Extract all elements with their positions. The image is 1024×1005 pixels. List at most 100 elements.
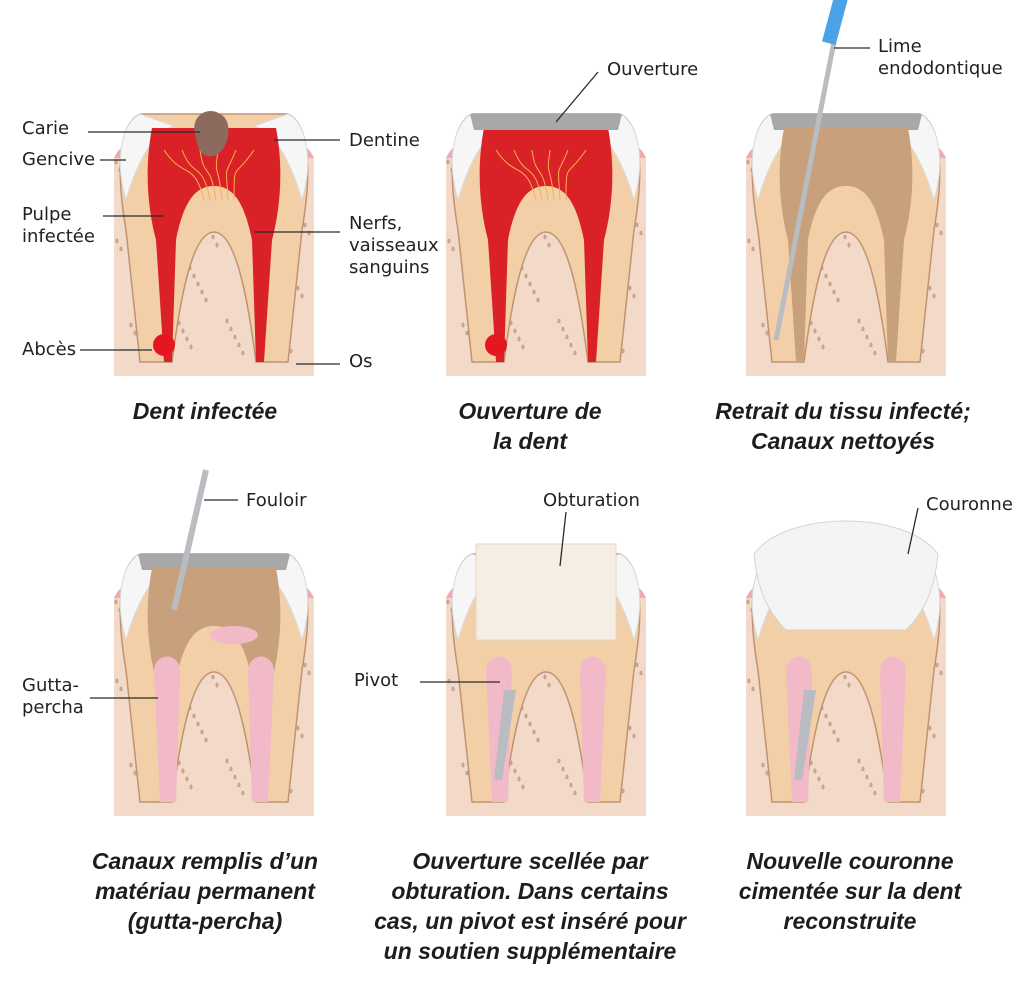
bone-dot <box>204 297 208 303</box>
bone-dot <box>761 762 765 768</box>
bone-dot <box>119 686 123 692</box>
bone-dot <box>921 788 925 794</box>
bone-dot <box>524 713 528 719</box>
nerve-strand <box>565 149 587 201</box>
bone-dot <box>632 293 636 299</box>
bone-dot <box>817 336 821 342</box>
bone-dot <box>536 297 540 303</box>
label-abces: Abcès <box>22 339 77 360</box>
bone-dot <box>832 729 836 735</box>
bone-dot <box>189 784 193 790</box>
bone-dot <box>746 599 750 605</box>
bone-dot <box>543 674 547 680</box>
bone-dot <box>237 342 241 348</box>
nerve-strand <box>531 149 549 201</box>
bone-dot <box>857 758 861 764</box>
bone-dot <box>932 293 936 299</box>
bone-dot <box>296 725 300 731</box>
filling <box>475 543 617 641</box>
label-pivot: Pivot <box>354 670 399 691</box>
bone-dot <box>751 246 755 252</box>
label-couronne: Couronne <box>926 494 1013 515</box>
bone-dot <box>204 737 208 743</box>
bone-dot <box>114 159 118 165</box>
bone-dot <box>517 336 521 342</box>
bone-dot <box>465 770 469 776</box>
bone-dot <box>621 788 625 794</box>
bone-dot <box>192 273 196 279</box>
bone-dot <box>569 782 573 788</box>
bone-dot <box>300 293 304 299</box>
bone-dot <box>528 721 532 727</box>
label-carie: Carie <box>22 118 70 139</box>
bone-dot <box>746 159 750 165</box>
bone-dot <box>628 725 632 731</box>
nerve-strand <box>225 149 237 201</box>
nerve-strand <box>233 149 255 201</box>
bone-dot <box>865 774 869 780</box>
label-lime-endodontique: Lime endodontique <box>878 36 1003 79</box>
bone-dot <box>296 285 300 291</box>
bone-dot <box>461 762 465 768</box>
bone-dot <box>114 599 118 605</box>
bone-dot <box>241 790 245 796</box>
nerve-strand <box>495 149 537 201</box>
caption-canaux-remplis: Canaux remplis d’un matériau permanent (… <box>91 848 319 934</box>
caption-dent-infectee: Dent infectée <box>132 398 278 424</box>
label-ouverture: Ouverture <box>607 59 699 80</box>
gutta-top <box>210 626 258 644</box>
bone-dot <box>861 766 865 772</box>
nerve-strand <box>163 149 205 201</box>
bone-dot <box>635 222 639 228</box>
bone-dot <box>547 242 551 248</box>
bone-dot <box>865 334 869 340</box>
bone-dot <box>532 729 536 735</box>
abscess <box>153 334 175 356</box>
label-fouloir: Fouloir <box>246 490 307 511</box>
bone-dot <box>639 670 643 676</box>
bone-dot <box>621 348 625 354</box>
bone-dot <box>832 289 836 295</box>
bone-dot <box>824 713 828 719</box>
bone-dot <box>189 344 193 350</box>
bone-dot <box>561 766 565 772</box>
bone-dot <box>200 729 204 735</box>
tooth-panel <box>746 520 946 816</box>
bone-dot <box>307 230 311 236</box>
bone-dot <box>847 682 851 688</box>
bone-dot <box>524 273 528 279</box>
bone-dot <box>215 242 219 248</box>
bone-dot <box>521 344 525 350</box>
bone-dot <box>303 222 307 228</box>
sealed-canals <box>486 656 606 802</box>
access-opening <box>770 114 922 130</box>
label-gutta-percha: Gutta- percha <box>22 675 84 718</box>
bone-dot <box>751 686 755 692</box>
label-os: Os <box>349 351 373 372</box>
infected-pulp <box>147 128 281 362</box>
bone-dot <box>200 289 204 295</box>
bone-dot <box>447 238 451 244</box>
plugger-icon <box>171 469 209 611</box>
bone-dot <box>928 285 932 291</box>
bone-dot <box>836 297 840 303</box>
nerve-strand <box>181 149 211 201</box>
bone-dot <box>565 334 569 340</box>
bone-dot <box>289 348 293 354</box>
crown-icon <box>753 520 939 631</box>
bone-dot <box>828 281 832 287</box>
bone-dot <box>569 342 573 348</box>
bone-dot <box>196 721 200 727</box>
caption-couronne: Nouvelle couronne cimentée sur la dent r… <box>738 848 962 934</box>
bone-dot <box>828 721 832 727</box>
bone-dot <box>747 238 751 244</box>
bone-dot <box>843 674 847 680</box>
bone-dot <box>869 342 873 348</box>
bone-dot <box>836 737 840 743</box>
bone-dot <box>765 330 769 336</box>
post-icon <box>494 690 516 780</box>
tooth-panel <box>446 543 646 816</box>
bone-dot <box>211 674 215 680</box>
bone-dot <box>133 770 137 776</box>
bone-dot <box>747 678 751 684</box>
